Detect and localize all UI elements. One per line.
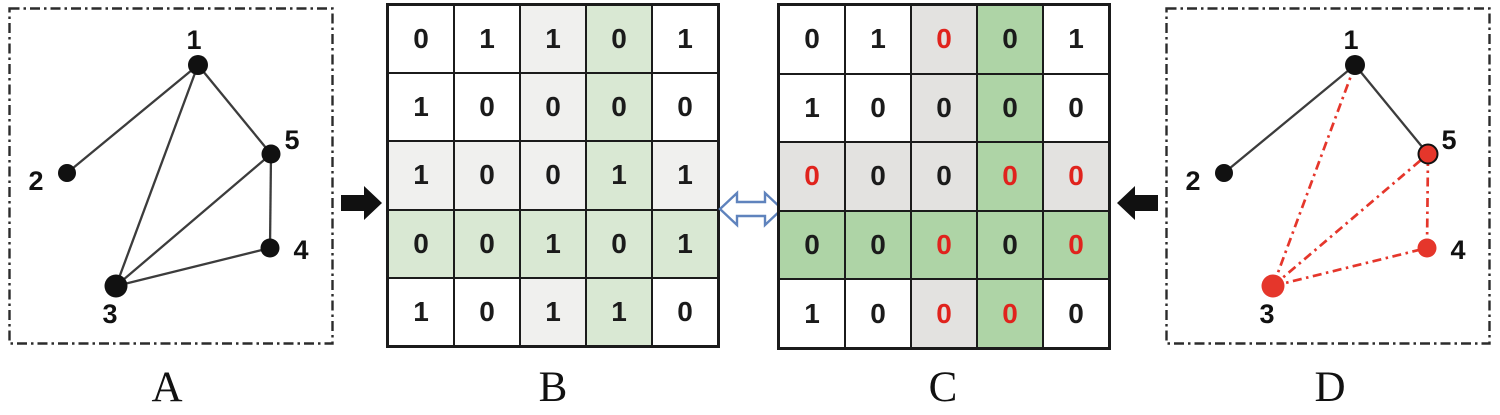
graph-node-5 — [1417, 143, 1439, 165]
matrix-b-cell-r3c1: 1 — [389, 142, 453, 209]
matrix-b-cell-r1c1: 0 — [389, 6, 453, 73]
graph-edge-3-4 — [115, 246, 271, 288]
graph-edge-1-5 — [197, 64, 272, 155]
matrix-c-cell-r4c5: 0 — [1044, 211, 1108, 279]
matrix-c-cell-r4c3: 0 — [912, 211, 976, 279]
matrix-b-cell-r1c3: 1 — [521, 6, 585, 73]
graph-edge-1-2 — [66, 64, 199, 174]
graph-edge-3-4 — [1272, 246, 1428, 288]
matrix-c-cell-r4c2: 0 — [846, 211, 910, 279]
double-arrow-icon — [718, 190, 784, 228]
panel-d-label: D — [1314, 364, 1346, 411]
dashed-panel-border — [8, 7, 334, 345]
graph-node-3 — [1261, 274, 1285, 298]
graph-edge-1-2 — [1223, 64, 1356, 174]
graph-edge-4-5 — [268, 153, 273, 249]
node-label-4: 4 — [293, 235, 308, 265]
matrix-c-cell-r1c4: 0 — [978, 6, 1042, 73]
matrix-c-cell-r2c1: 1 — [780, 74, 844, 142]
panel-b-label: B — [538, 364, 568, 411]
node-label-3: 3 — [102, 299, 117, 329]
matrix-c-cell-r2c3: 0 — [912, 74, 976, 142]
matrix-b-cell-r3c2: 0 — [455, 142, 519, 209]
matrix-b-cell-r2c4: 0 — [587, 74, 651, 141]
dashed-panel-border — [1165, 7, 1491, 345]
matrix-c-cell-r2c4: 0 — [978, 74, 1042, 142]
graph-edge-3-5 — [1272, 152, 1429, 288]
graph-node-5 — [261, 144, 281, 164]
graph-edge-4-5 — [1425, 153, 1430, 249]
matrix-c-cell-r3c2: 0 — [846, 143, 910, 210]
left-arrow-icon — [1117, 186, 1158, 220]
matrix-b-cell-r3c4: 1 — [587, 142, 651, 209]
node-label-4: 4 — [1450, 235, 1465, 265]
matrix-b-cell-r4c3: 1 — [521, 210, 585, 277]
matrix-b-cell-r1c4: 0 — [587, 6, 651, 73]
matrix-b-cell-r1c5: 1 — [653, 6, 717, 73]
graph-node-2 — [1215, 164, 1233, 182]
matrix-b-cell-r2c1: 1 — [389, 74, 453, 141]
matrix-b-cell-r2c5: 0 — [653, 74, 717, 141]
matrix-c-cell-r1c1: 0 — [780, 6, 844, 73]
node-label-5: 5 — [284, 125, 299, 155]
matrix-b-cell-r2c2: 0 — [455, 74, 519, 141]
matrix-b-cell-r2c3: 0 — [521, 74, 585, 141]
node-label-3: 3 — [1259, 299, 1274, 329]
graph-edge-1-3 — [114, 64, 200, 287]
graph-edge-1-5 — [1354, 64, 1429, 155]
graph-edge-3-5 — [115, 153, 272, 287]
panel-d-graph: 1 2 3 4 5 — [1165, 7, 1491, 345]
matrix-c-cell-r5c4: 0 — [978, 280, 1042, 347]
matrix-b-cell-r5c5: 0 — [653, 278, 717, 345]
graph-node-1 — [188, 55, 208, 75]
matrix-b-cell-r4c2: 0 — [455, 210, 519, 277]
graph-node-2 — [58, 164, 76, 182]
matrix-c-cell-r5c1: 1 — [780, 280, 844, 347]
matrix-c-cell-r3c5: 0 — [1044, 143, 1108, 210]
matrix-b-cell-r3c3: 0 — [521, 142, 585, 209]
graph-edge-1-3 — [1271, 64, 1357, 287]
matrix-b-cell-r4c5: 1 — [653, 210, 717, 277]
panel-c-label: C — [928, 364, 958, 411]
graph-node-4 — [260, 238, 280, 258]
matrix-b-cell-r3c5: 1 — [653, 142, 717, 209]
node-label-5: 5 — [1441, 125, 1456, 155]
panel-a-graph: 1 2 3 4 5 — [8, 7, 334, 345]
matrix-b-cell-r4c1: 0 — [389, 210, 453, 277]
matrix-c-cell-r1c5: 1 — [1044, 6, 1108, 73]
matrix-c-cell-r3c1: 0 — [780, 143, 844, 210]
matrix-b-cell-r1c2: 1 — [455, 6, 519, 73]
graph-node-1 — [1345, 55, 1365, 75]
matrix-b-cell-r4c4: 0 — [587, 210, 651, 277]
matrix-c-cell-r2c5: 0 — [1044, 74, 1108, 142]
graph-node-4 — [1417, 238, 1437, 258]
matrix-c-cell-r3c4: 0 — [978, 143, 1042, 210]
node-label-1: 1 — [186, 25, 201, 55]
node-label-2: 2 — [1185, 166, 1200, 196]
matrix-c-cell-r1c3: 0 — [912, 6, 976, 73]
matrix-c-cell-r5c5: 0 — [1044, 280, 1108, 347]
matrix-b-cell-r5c2: 0 — [455, 278, 519, 345]
matrix-b-cell-r5c4: 1 — [587, 278, 651, 345]
graph-node-3 — [104, 274, 128, 298]
panel-a-label: A — [151, 364, 183, 411]
matrix-b-cell-r5c1: 1 — [389, 278, 453, 345]
matrix-c-cell-r3c3: 0 — [912, 143, 976, 210]
node-label-2: 2 — [28, 166, 43, 196]
node-label-1: 1 — [1343, 25, 1358, 55]
matrix-c-cell-r4c4: 0 — [978, 211, 1042, 279]
matrix-c-cell-r5c2: 0 — [846, 280, 910, 347]
matrix-c-cell-r1c2: 1 — [846, 6, 910, 73]
matrix-c-cell-r5c3: 0 — [912, 280, 976, 347]
matrix-c-cell-r2c2: 0 — [846, 74, 910, 142]
matrix-c-cell-r4c1: 0 — [780, 211, 844, 279]
matrix-b-cell-r5c3: 1 — [521, 278, 585, 345]
right-arrow-icon — [341, 186, 382, 220]
